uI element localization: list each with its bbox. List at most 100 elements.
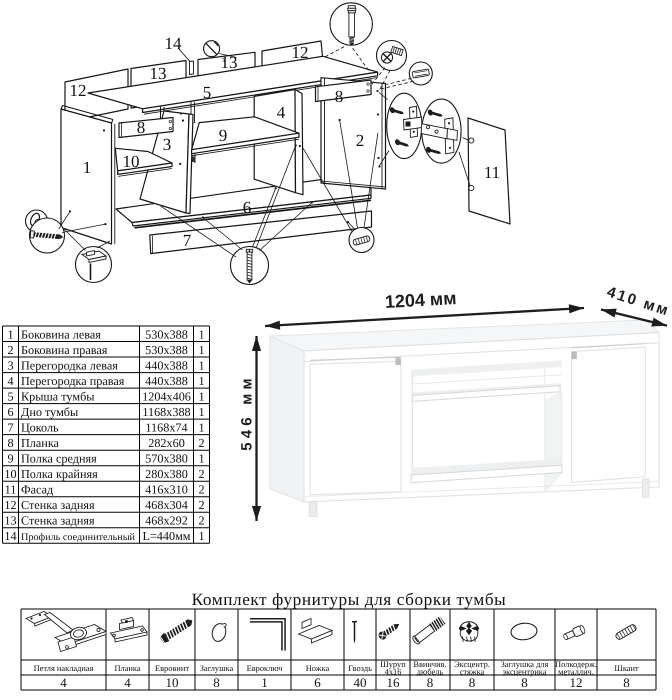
svg-text:3: 3 <box>7 358 13 372</box>
svg-text:280х380: 280х380 <box>145 467 188 481</box>
svg-text:Дно тумбы: Дно тумбы <box>21 405 78 419</box>
svg-text:Стенка задняя: Стенка задняя <box>21 498 95 512</box>
svg-text:1: 1 <box>198 452 204 466</box>
svg-text:8: 8 <box>623 675 630 690</box>
svg-text:530х388: 530х388 <box>145 327 188 341</box>
svg-text:1: 1 <box>261 675 268 690</box>
svg-text:546 мм: 546 мм <box>239 374 256 451</box>
svg-text:2: 2 <box>198 467 204 481</box>
svg-text:Фасад: Фасад <box>21 483 53 497</box>
svg-text:8: 8 <box>521 675 528 690</box>
svg-text:8: 8 <box>7 436 13 450</box>
svg-text:2: 2 <box>198 483 204 497</box>
svg-text:Евроключ: Евроключ <box>247 664 284 673</box>
svg-text:1: 1 <box>198 358 204 372</box>
svg-text:Профиль соединительный: Профиль соединительный <box>21 532 136 543</box>
svg-text:Планка: Планка <box>114 664 140 673</box>
svg-text:14: 14 <box>4 529 16 543</box>
svg-text:416х310: 416х310 <box>145 483 188 497</box>
svg-text:4: 4 <box>60 675 67 690</box>
svg-text:Цоколь: Цоколь <box>21 420 59 434</box>
svg-text:Заглушка: Заглушка <box>200 664 234 673</box>
svg-text:8: 8 <box>213 675 220 690</box>
svg-text:Полка крайняя: Полка крайняя <box>21 467 98 481</box>
svg-text:Ввинчив.: Ввинчив. <box>413 660 446 669</box>
svg-text:1: 1 <box>198 420 204 434</box>
svg-text:9: 9 <box>7 452 13 466</box>
svg-text:Шкант: Шкант <box>614 664 639 673</box>
svg-text:Боковина правая: Боковина правая <box>21 343 108 357</box>
svg-text:530х388: 530х388 <box>145 343 188 357</box>
svg-text:8: 8 <box>469 675 476 690</box>
svg-text:40: 40 <box>354 675 367 690</box>
svg-text:1: 1 <box>198 343 204 357</box>
svg-text:1204 мм: 1204 мм <box>384 288 457 312</box>
svg-text:8: 8 <box>335 87 344 106</box>
svg-text:2: 2 <box>7 343 13 357</box>
svg-text:5: 5 <box>7 389 13 403</box>
svg-text:8: 8 <box>427 675 434 690</box>
svg-text:11: 11 <box>5 483 17 497</box>
svg-text:11: 11 <box>484 163 500 182</box>
svg-text:10: 10 <box>123 152 140 171</box>
svg-text:12: 12 <box>4 498 16 512</box>
svg-text:2: 2 <box>356 131 365 150</box>
svg-text:468х292: 468х292 <box>145 514 188 528</box>
svg-text:Боковина левая: Боковина левая <box>21 327 101 341</box>
svg-text:1: 1 <box>198 327 204 341</box>
svg-text:Гвоздь: Гвоздь <box>348 664 372 673</box>
svg-text:4: 4 <box>124 675 131 690</box>
svg-text:Полкодерж.: Полкодерж. <box>555 660 597 669</box>
svg-text:282х60: 282х60 <box>148 436 185 450</box>
svg-text:1: 1 <box>7 327 13 341</box>
svg-text:1: 1 <box>198 389 204 403</box>
svg-text:13: 13 <box>4 514 16 528</box>
svg-text:6: 6 <box>7 405 13 419</box>
svg-text:Крыша тумбы: Крыша тумбы <box>21 389 94 403</box>
svg-text:13: 13 <box>221 53 238 72</box>
svg-text:1: 1 <box>83 158 92 177</box>
svg-text:468х304: 468х304 <box>145 498 188 512</box>
svg-text:стяжка: стяжка <box>460 668 485 677</box>
svg-text:8: 8 <box>137 118 146 137</box>
svg-text:12: 12 <box>570 675 583 690</box>
svg-text:1168х74: 1168х74 <box>145 420 187 434</box>
svg-text:Полка средняя: Полка средняя <box>21 452 97 466</box>
svg-text:1: 1 <box>198 374 204 388</box>
svg-text:Эксцентр.: Эксцентр. <box>454 660 490 669</box>
svg-text:4: 4 <box>7 374 13 388</box>
svg-text:4х16: 4х16 <box>385 668 402 677</box>
svg-text:1: 1 <box>198 405 204 419</box>
svg-text:эксцентрика: эксцентрика <box>503 668 547 677</box>
svg-text:2: 2 <box>198 514 204 528</box>
svg-text:10: 10 <box>4 467 16 481</box>
svg-text:3: 3 <box>163 135 172 154</box>
svg-text:12: 12 <box>70 81 87 100</box>
svg-text:2: 2 <box>198 436 204 450</box>
svg-text:дюбель: дюбель <box>417 668 444 677</box>
svg-text:12: 12 <box>292 43 309 62</box>
svg-text:6: 6 <box>314 675 321 690</box>
svg-text:Перегородка левая: Перегородка левая <box>21 358 118 372</box>
svg-text:5: 5 <box>203 83 212 102</box>
svg-text:Евровинт: Евровинт <box>155 664 189 673</box>
svg-text:металлич.: металлич. <box>558 668 594 677</box>
svg-text:2: 2 <box>198 498 204 512</box>
svg-text:16: 16 <box>387 675 401 690</box>
svg-text:6: 6 <box>243 198 252 217</box>
svg-text:Заглушка для: Заглушка для <box>501 660 549 669</box>
svg-text:10: 10 <box>166 675 179 690</box>
svg-text:13: 13 <box>150 64 167 83</box>
svg-text:4: 4 <box>277 103 286 122</box>
svg-text:Петля накладная: Петля накладная <box>34 664 94 673</box>
svg-text:440х388: 440х388 <box>145 358 188 372</box>
svg-text:1204х406: 1204х406 <box>142 389 191 403</box>
svg-text:570х380: 570х380 <box>145 452 188 466</box>
svg-text:14: 14 <box>165 34 183 53</box>
svg-text:Перегородка правая: Перегородка правая <box>21 374 125 388</box>
svg-text:Ножка: Ножка <box>306 664 330 673</box>
svg-text:Стенка задняя: Стенка задняя <box>21 514 95 528</box>
svg-text:Планка: Планка <box>21 436 60 450</box>
svg-text:440х388: 440х388 <box>145 374 188 388</box>
svg-text:Шуруп: Шуруп <box>380 660 406 669</box>
